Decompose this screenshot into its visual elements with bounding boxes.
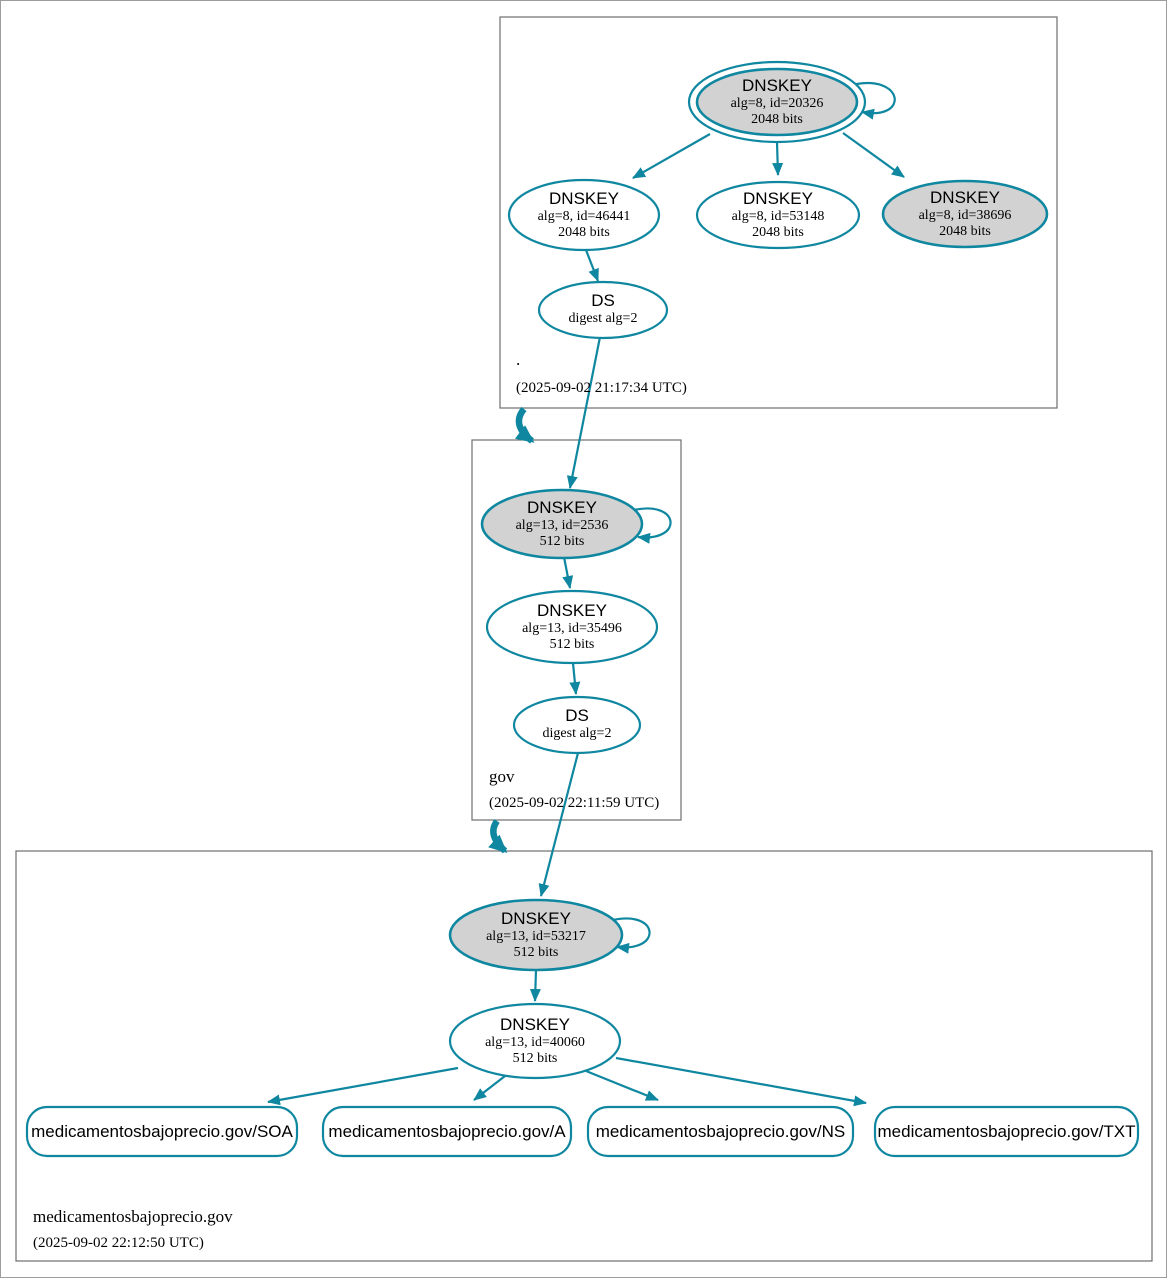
dnskey-35496-node[interactable] xyxy=(485,589,659,665)
rrset-a-node[interactable] xyxy=(321,1105,573,1158)
edge-ksk2536-to-zsk35496 xyxy=(562,556,574,589)
edge-zsk35496-to-ds xyxy=(569,662,581,695)
zone-box-gov xyxy=(471,439,682,821)
dnskey-46441-node[interactable] xyxy=(507,178,661,252)
zone-timestamp-root: (2025-09-02 21:17:34 UTC) xyxy=(516,380,687,396)
edge-zsk40060-to-a xyxy=(473,1075,506,1101)
delegation-arrow-root-to-gov xyxy=(514,406,535,444)
rrset-txt-node[interactable] xyxy=(873,1105,1140,1158)
zone-name-gov: gov xyxy=(489,767,515,786)
zone-timestamp-gov: (2025-09-02 22:11:59 UTC) xyxy=(489,795,660,811)
self-loop-ksk20326 xyxy=(851,82,896,120)
dnskey-40060-node[interactable] xyxy=(448,1002,622,1080)
self-loop-ksk2536 xyxy=(633,507,672,544)
dnskey-20326-node[interactable] xyxy=(695,67,859,137)
rrset-soa-node[interactable] xyxy=(25,1105,299,1158)
self-loop-ksk53217 xyxy=(612,917,651,954)
dnskey-2536-node[interactable] xyxy=(480,488,644,560)
delegation-arrow-gov-to-domain xyxy=(488,819,508,854)
rrset-ns-node[interactable] xyxy=(586,1105,855,1158)
edge-zsk40060-to-soa xyxy=(267,1066,459,1106)
zone-box-domain xyxy=(15,850,1153,1262)
dnskey-53148-node[interactable] xyxy=(695,180,861,250)
zone-timestamp-domain: (2025-09-02 22:12:50 UTC) xyxy=(33,1235,204,1251)
edge-ksk53217-to-zsk40060 xyxy=(529,969,541,1002)
edge-ksk20326-to-ksk38696 xyxy=(842,132,905,178)
dnskey-53217-node[interactable] xyxy=(448,898,624,972)
edge-ksk20326-to-zsk53148 xyxy=(772,141,784,176)
edge-ksk20326-to-zsk46441 xyxy=(632,133,711,179)
zone-name-domain: medicamentosbajoprecio.gov xyxy=(33,1207,233,1226)
edge-zsk40060-to-ns xyxy=(585,1069,659,1102)
edge-gov-ds-to-domain-ksk xyxy=(538,752,580,897)
edge-zsk46441-to-ds xyxy=(584,249,600,282)
zone-box-root xyxy=(499,16,1058,409)
edge-zsk40060-to-txt xyxy=(615,1056,867,1107)
ds-gov-node[interactable] xyxy=(512,695,642,755)
zone-name-root: . xyxy=(516,350,521,369)
edge-root-ds-to-gov-ksk xyxy=(566,336,602,489)
ds-root-node[interactable] xyxy=(537,280,669,340)
dnskey-38696-node[interactable] xyxy=(881,179,1049,249)
